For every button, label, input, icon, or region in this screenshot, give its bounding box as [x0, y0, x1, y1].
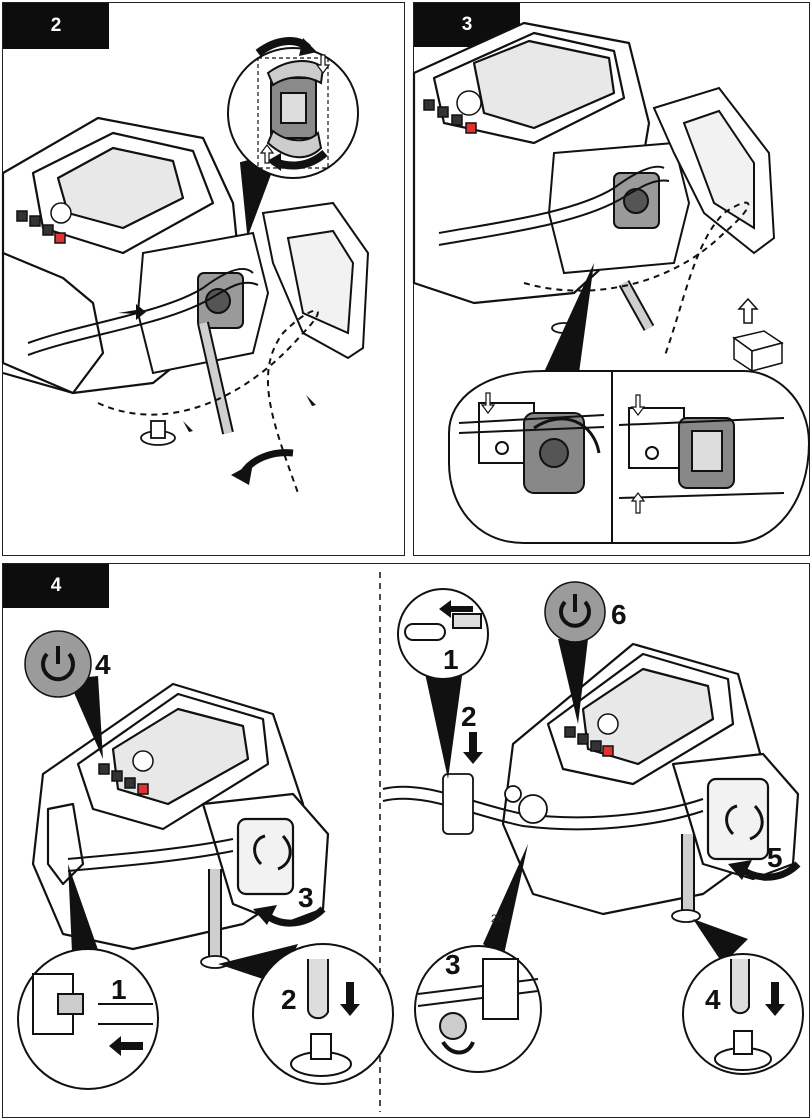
callout-tube-down-number: 2	[281, 984, 297, 1015]
callout-rotate-right-number: 5	[767, 842, 783, 873]
hose-connector-icon	[141, 421, 175, 445]
box-icon	[734, 331, 782, 371]
zoom-callout	[228, 48, 358, 233]
power-icon	[25, 631, 91, 697]
callout-rotate-number: 3	[298, 882, 314, 913]
callout-power-right-number: 6	[611, 599, 627, 630]
panel-step-4: 4	[2, 563, 810, 1118]
zoom-callout	[415, 946, 541, 1072]
step-2-illustration	[3, 3, 406, 557]
panel-step-2: 2	[2, 2, 405, 556]
callout-clamp-number: 3	[445, 949, 461, 980]
power-icon	[545, 582, 605, 642]
straight-arrow-icon	[739, 299, 757, 323]
callout-pull-number: 1	[443, 644, 459, 675]
panel-step-3: 3	[413, 2, 810, 556]
callout-clamp-count: 2x	[491, 913, 503, 925]
zoom-callout	[253, 944, 393, 1084]
callout-tube-down-right-number: 4	[705, 984, 721, 1015]
zoom-callout	[683, 954, 803, 1074]
zoom-callout	[18, 949, 158, 1089]
callout-push-number: 2	[461, 701, 477, 732]
step-4-illustration: 3 4 1 2	[3, 564, 811, 1119]
zoom-callout	[449, 371, 809, 543]
callout-tube-insert-number: 1	[111, 974, 127, 1005]
straight-arrow-icon	[463, 732, 483, 764]
callout-power-number: 4	[95, 649, 111, 680]
step-3-illustration	[414, 3, 811, 557]
